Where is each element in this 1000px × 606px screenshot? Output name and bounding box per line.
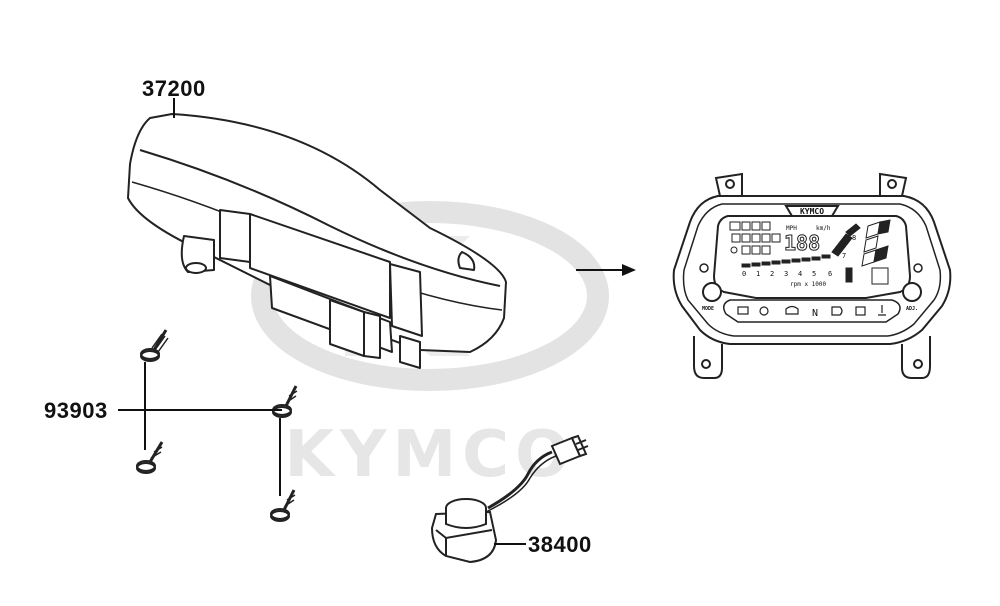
leader-line-93903	[118, 362, 282, 496]
headlight-icon	[831, 306, 843, 316]
tach-tick-4: 4	[798, 270, 802, 278]
battery-icon	[737, 306, 749, 315]
oil-warning-icon	[785, 305, 799, 315]
mode-button-label: MODE	[702, 306, 714, 312]
neutral-indicator: N	[812, 308, 818, 319]
screw-93903-a	[140, 329, 169, 362]
meter-display: KYMCO 0 1 2 3 4 5 6 7 8 rpm x 1000 188 M…	[702, 207, 918, 319]
relay-38400	[430, 434, 589, 564]
engine-check-icon	[855, 306, 866, 316]
arrow-icon	[576, 264, 636, 276]
indicator-icons: N	[737, 305, 886, 319]
abs-warning-icon	[759, 306, 769, 316]
fuel-gauge-bars	[845, 219, 891, 285]
speed-digits: 188	[784, 231, 820, 255]
tach-tick-1: 1	[756, 270, 760, 278]
tach-tick-3: 3	[784, 270, 788, 278]
speed-unit-kmh: km/h	[816, 225, 831, 232]
screw-93903-c	[272, 385, 298, 418]
rpm-caption: rpm x 1000	[790, 281, 827, 288]
tach-tick-5: 5	[812, 270, 816, 278]
meter-assembly-side-view	[127, 113, 507, 369]
screw-93903-b	[136, 441, 164, 474]
tach-tick-2: 2	[770, 270, 774, 278]
part-number-38400[interactable]: 38400	[528, 532, 592, 557]
screw-93903-d	[270, 489, 296, 522]
tach-tick-6: 6	[828, 270, 832, 278]
temperature-icon	[878, 305, 886, 316]
tachometer-bar	[741, 223, 861, 268]
part-number-37200[interactable]: 37200	[142, 76, 206, 101]
speed-unit-mph: MPH	[786, 225, 797, 232]
tach-tick-0: 0	[742, 270, 746, 278]
meter-logo: KYMCO	[800, 207, 824, 216]
odometer-segments	[729, 221, 781, 255]
adj-button-label: ADJ.	[906, 306, 918, 312]
tach-tick-7: 7	[842, 252, 846, 260]
watermark-text: KYMCO	[285, 418, 576, 492]
tach-tick-8: 8	[852, 234, 856, 242]
tachometer-scale: 0 1 2 3 4 5 6 7 8	[742, 234, 856, 278]
part-number-93903[interactable]: 93903	[44, 398, 108, 423]
